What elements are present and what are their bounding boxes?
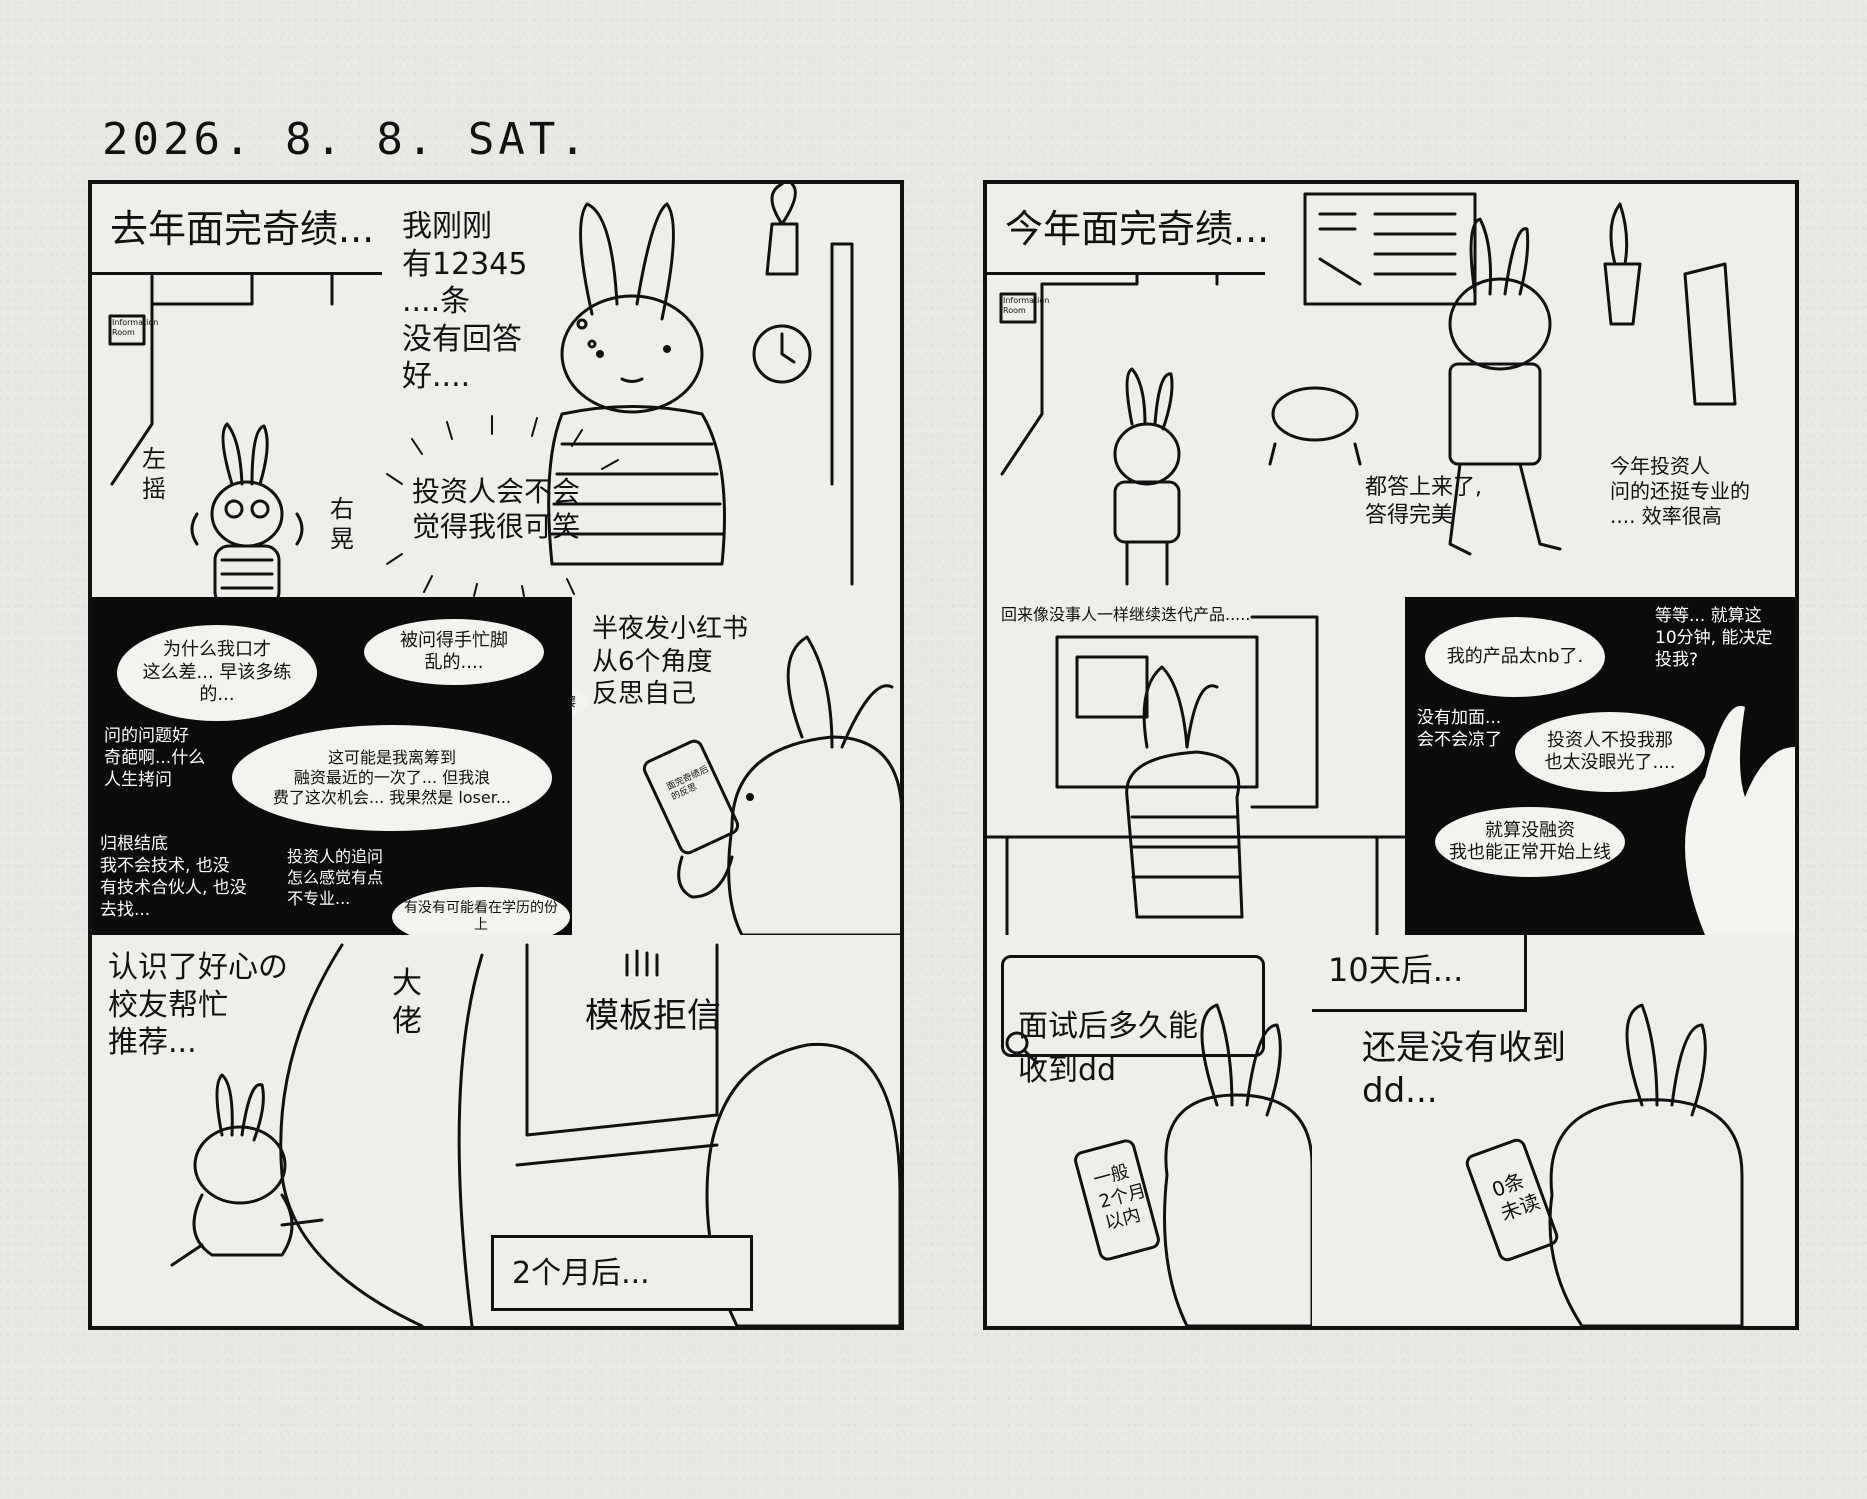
rabbit-confident-drawing [1268,192,1737,556]
panel-night-reflection: 嘤嘤嘤 半夜发小红书 从6个角度 反思自己 面完奇绩后 的反思 [572,597,900,938]
rabbit-worried-drawing [547,184,854,586]
right-comic-page: Information Room 今年面完奇绩... 都答上来了, 答得完美 今… [983,180,1799,1330]
caption-this-year: 今年面完奇绩... [987,184,1286,275]
dark-text-no-second-round: 没有加面... 会不会凉了 [1417,708,1502,751]
panel-search-dd: 面试后多久能 收到dd 一般 2个月 以内 [987,935,1315,1326]
thought-bubble-4: 有没有可能看在学历的份上 [392,887,570,935]
rabbit-fear-text: 投资人会不会 觉得我很可笑 [412,475,581,543]
night-reflection-text: 半夜发小红书 从6个角度 反思自己 [592,614,749,709]
panel-template-rejection: 模板拒信 2个月后... [487,935,900,1326]
iterate-text: 回来像没事人一样继续迭代产品..... [1001,605,1251,624]
panel-alumni-referral: 认识了好心の 校友帮忙 推荐... 大 佬 [92,935,490,1326]
caption-two-months-later: 2个月后... [491,1235,753,1311]
dark-text-no-tech: 归根结底 我不会技术, 也没 有技术合伙人, 也没 去找... [100,834,247,921]
left-comic-page: 左摇 右晃 Information Room 去年面完奇绩... 我刚刚 有12… [88,180,904,1330]
template-rejection-text: 模板拒信 [585,996,721,1036]
no-dd-text: 还是没有收到 dd... [1362,1028,1566,1111]
waiting-rabbit-drawing [1465,1003,1744,1326]
date-heading: 2026. 8. 8. SAT. [102,114,590,165]
dark-text-unprofessional: 投资人的追问 怎么感觉有点 不专业... [287,847,384,908]
shake-left-label: 左摇 [142,445,166,503]
thought-bubble-1: 为什么我口才 这么差... 早该多练 的... [117,625,317,721]
dark-text-weird-questions: 问的问题好 奇葩啊...什么 人生拷问 [104,726,206,791]
search-box-text: 面试后多久能 收到dd [1018,1009,1198,1088]
answered-perfectly-text: 都答上来了, 答得完美 [1365,475,1482,528]
rabbit-with-phone-drawing [642,635,900,935]
caption-last-year: 去年面完奇绩... [92,184,403,275]
corridor-confident-drawing [999,222,1219,586]
panel-dark-thoughts: 为什么我口才 这么差... 早该多练 的... 被问得手忙脚 乱的.... 问的… [92,597,575,938]
thought-bubble-2: 被问得手忙脚 乱的.... [364,619,544,685]
panel-rabbit-confident: 都答上来了, 答得完美 今年投资人 问的还挺专业的 .... 效率很高 [1265,184,1795,600]
search-box[interactable]: 面试后多久能 收到dd [1001,955,1265,1088]
rejection-drawing [515,943,900,1326]
search-rabbit-drawing [1005,1003,1312,1326]
confident-bubble-1: 我的产品太nb了. [1425,617,1605,697]
alumni-drawing [170,943,484,1326]
panel-rabbit-worried: 我刚刚 有12345 ....条 没有回答 好.... 投资人会不会 觉得我很可… [382,184,900,600]
room-sign-right: Information Room [1003,296,1050,315]
desk-drawing [987,615,1405,935]
panel-iterating-product: 回来像没事人一样继续迭代产品..... [987,597,1408,938]
panel-dark-confident: 我的产品太nb了. 等等... 就算这 10分钟, 能决定 投我? 没有加面..… [1405,597,1795,938]
confident-bubble-2: 投资人不投我那 也太没眼光了.... [1515,712,1705,792]
shake-right-label: 右晃 [330,495,354,553]
room-sign: Information Room [112,318,159,337]
dark-text-ten-minutes: 等等... 就算这 10分钟, 能决定 投我? [1655,606,1773,671]
thought-bubble-3: 这可能是我离筹到 融资最近的一次了... 但我浪 费了这次机会... 我果然是 … [232,725,552,831]
big-shot-label: 大 佬 [392,966,422,1039]
confident-bubble-3: 就算没融资 我也能正常开始上线 [1435,807,1625,877]
caption-ten-days-later: 10天后... [1312,935,1527,1012]
rabbit-silhouette-drawing [1685,705,1795,935]
panel-ten-days-later: 10天后... 还是没有收到 dd... 0条 未读 [1312,935,1795,1326]
alumni-text: 认识了好心の 校友帮忙 推荐... [108,950,288,1060]
investor-note-text: 今年投资人 问的还挺专业的 .... 效率很高 [1610,454,1750,528]
worry-burst-lines [386,415,619,597]
rabbit-thought-text: 我刚刚 有12345 ....条 没有回答 好.... [402,209,528,394]
